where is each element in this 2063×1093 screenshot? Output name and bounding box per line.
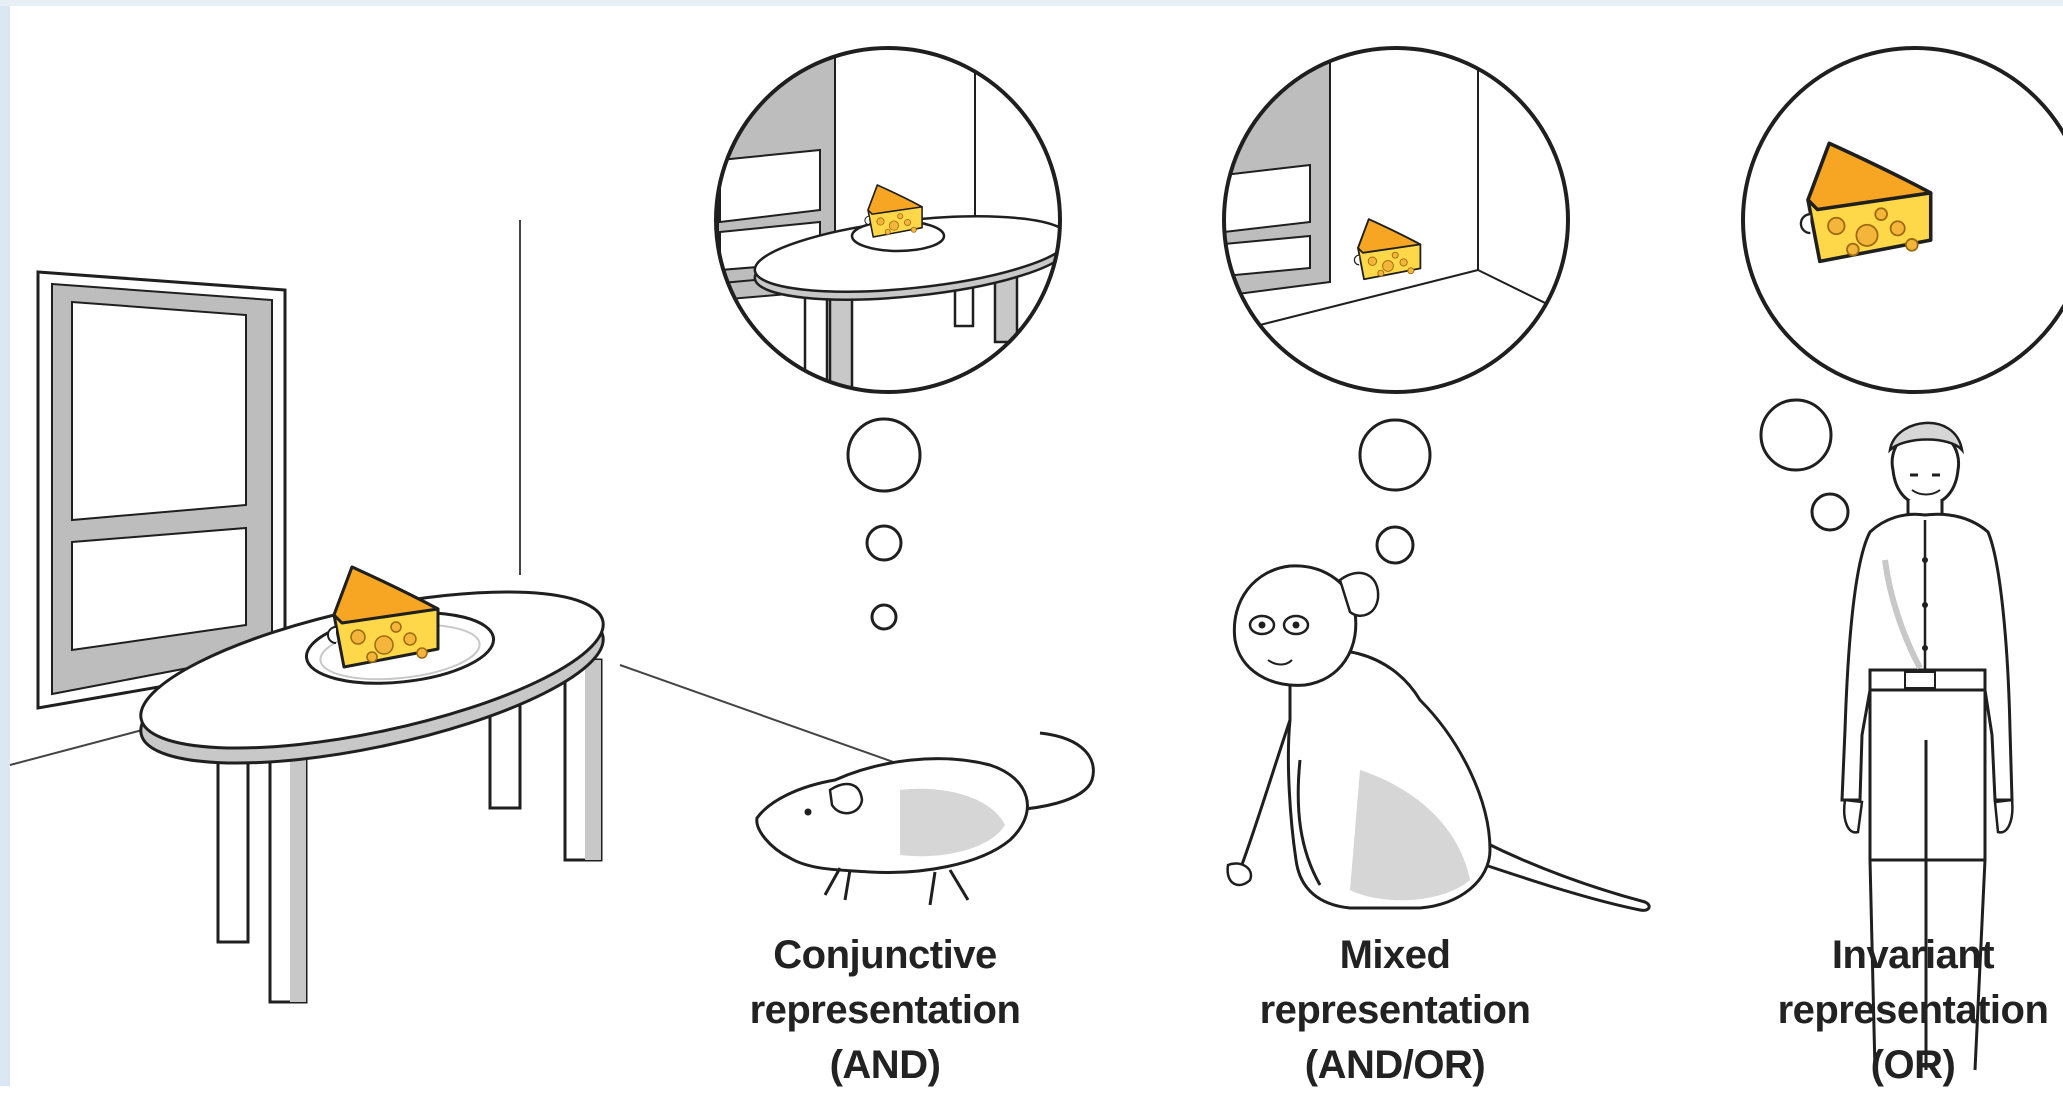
caption-conjunctive: Conjunctive representation (AND)	[705, 928, 1065, 1093]
floor-line-left	[10, 728, 150, 765]
thought-bubble-icon	[1761, 400, 1831, 470]
caption-conjunctive-line3: (AND)	[705, 1038, 1065, 1093]
caption-mixed-line2: representation	[1215, 983, 1575, 1038]
caption-conjunctive-line2: representation	[705, 983, 1065, 1038]
monkey-icon	[1228, 566, 1650, 911]
caption-invariant-line1: Invariant	[1733, 928, 2063, 983]
caption-mixed-line3: (AND/OR)	[1215, 1038, 1575, 1093]
thought-bubble-icon	[1377, 527, 1413, 563]
thought-bubble-icon	[867, 526, 901, 560]
rat-icon	[757, 733, 1094, 905]
thought-mixed	[1210, 40, 1600, 563]
caption-invariant-line2: representation	[1733, 983, 2063, 1038]
caption-invariant: Invariant representation (OR)	[1733, 928, 2063, 1093]
caption-mixed-line1: Mixed	[1215, 928, 1575, 983]
thought-bubble-icon	[872, 605, 896, 629]
cheese-icon	[328, 567, 438, 667]
top-edge-strip	[0, 0, 2063, 6]
caption-mixed: Mixed representation (AND/OR)	[1215, 928, 1575, 1093]
floor-line-right	[620, 665, 930, 775]
thought-conjunctive	[700, 40, 1080, 629]
caption-conjunctive-line1: Conjunctive	[705, 928, 1065, 983]
thought-bubble-icon	[1360, 420, 1430, 490]
left-edge-strip	[0, 0, 10, 1086]
thought-bubble-icon	[848, 419, 920, 491]
thought-bubble-icon	[1812, 494, 1848, 530]
caption-invariant-line3: (OR)	[1733, 1038, 2063, 1093]
